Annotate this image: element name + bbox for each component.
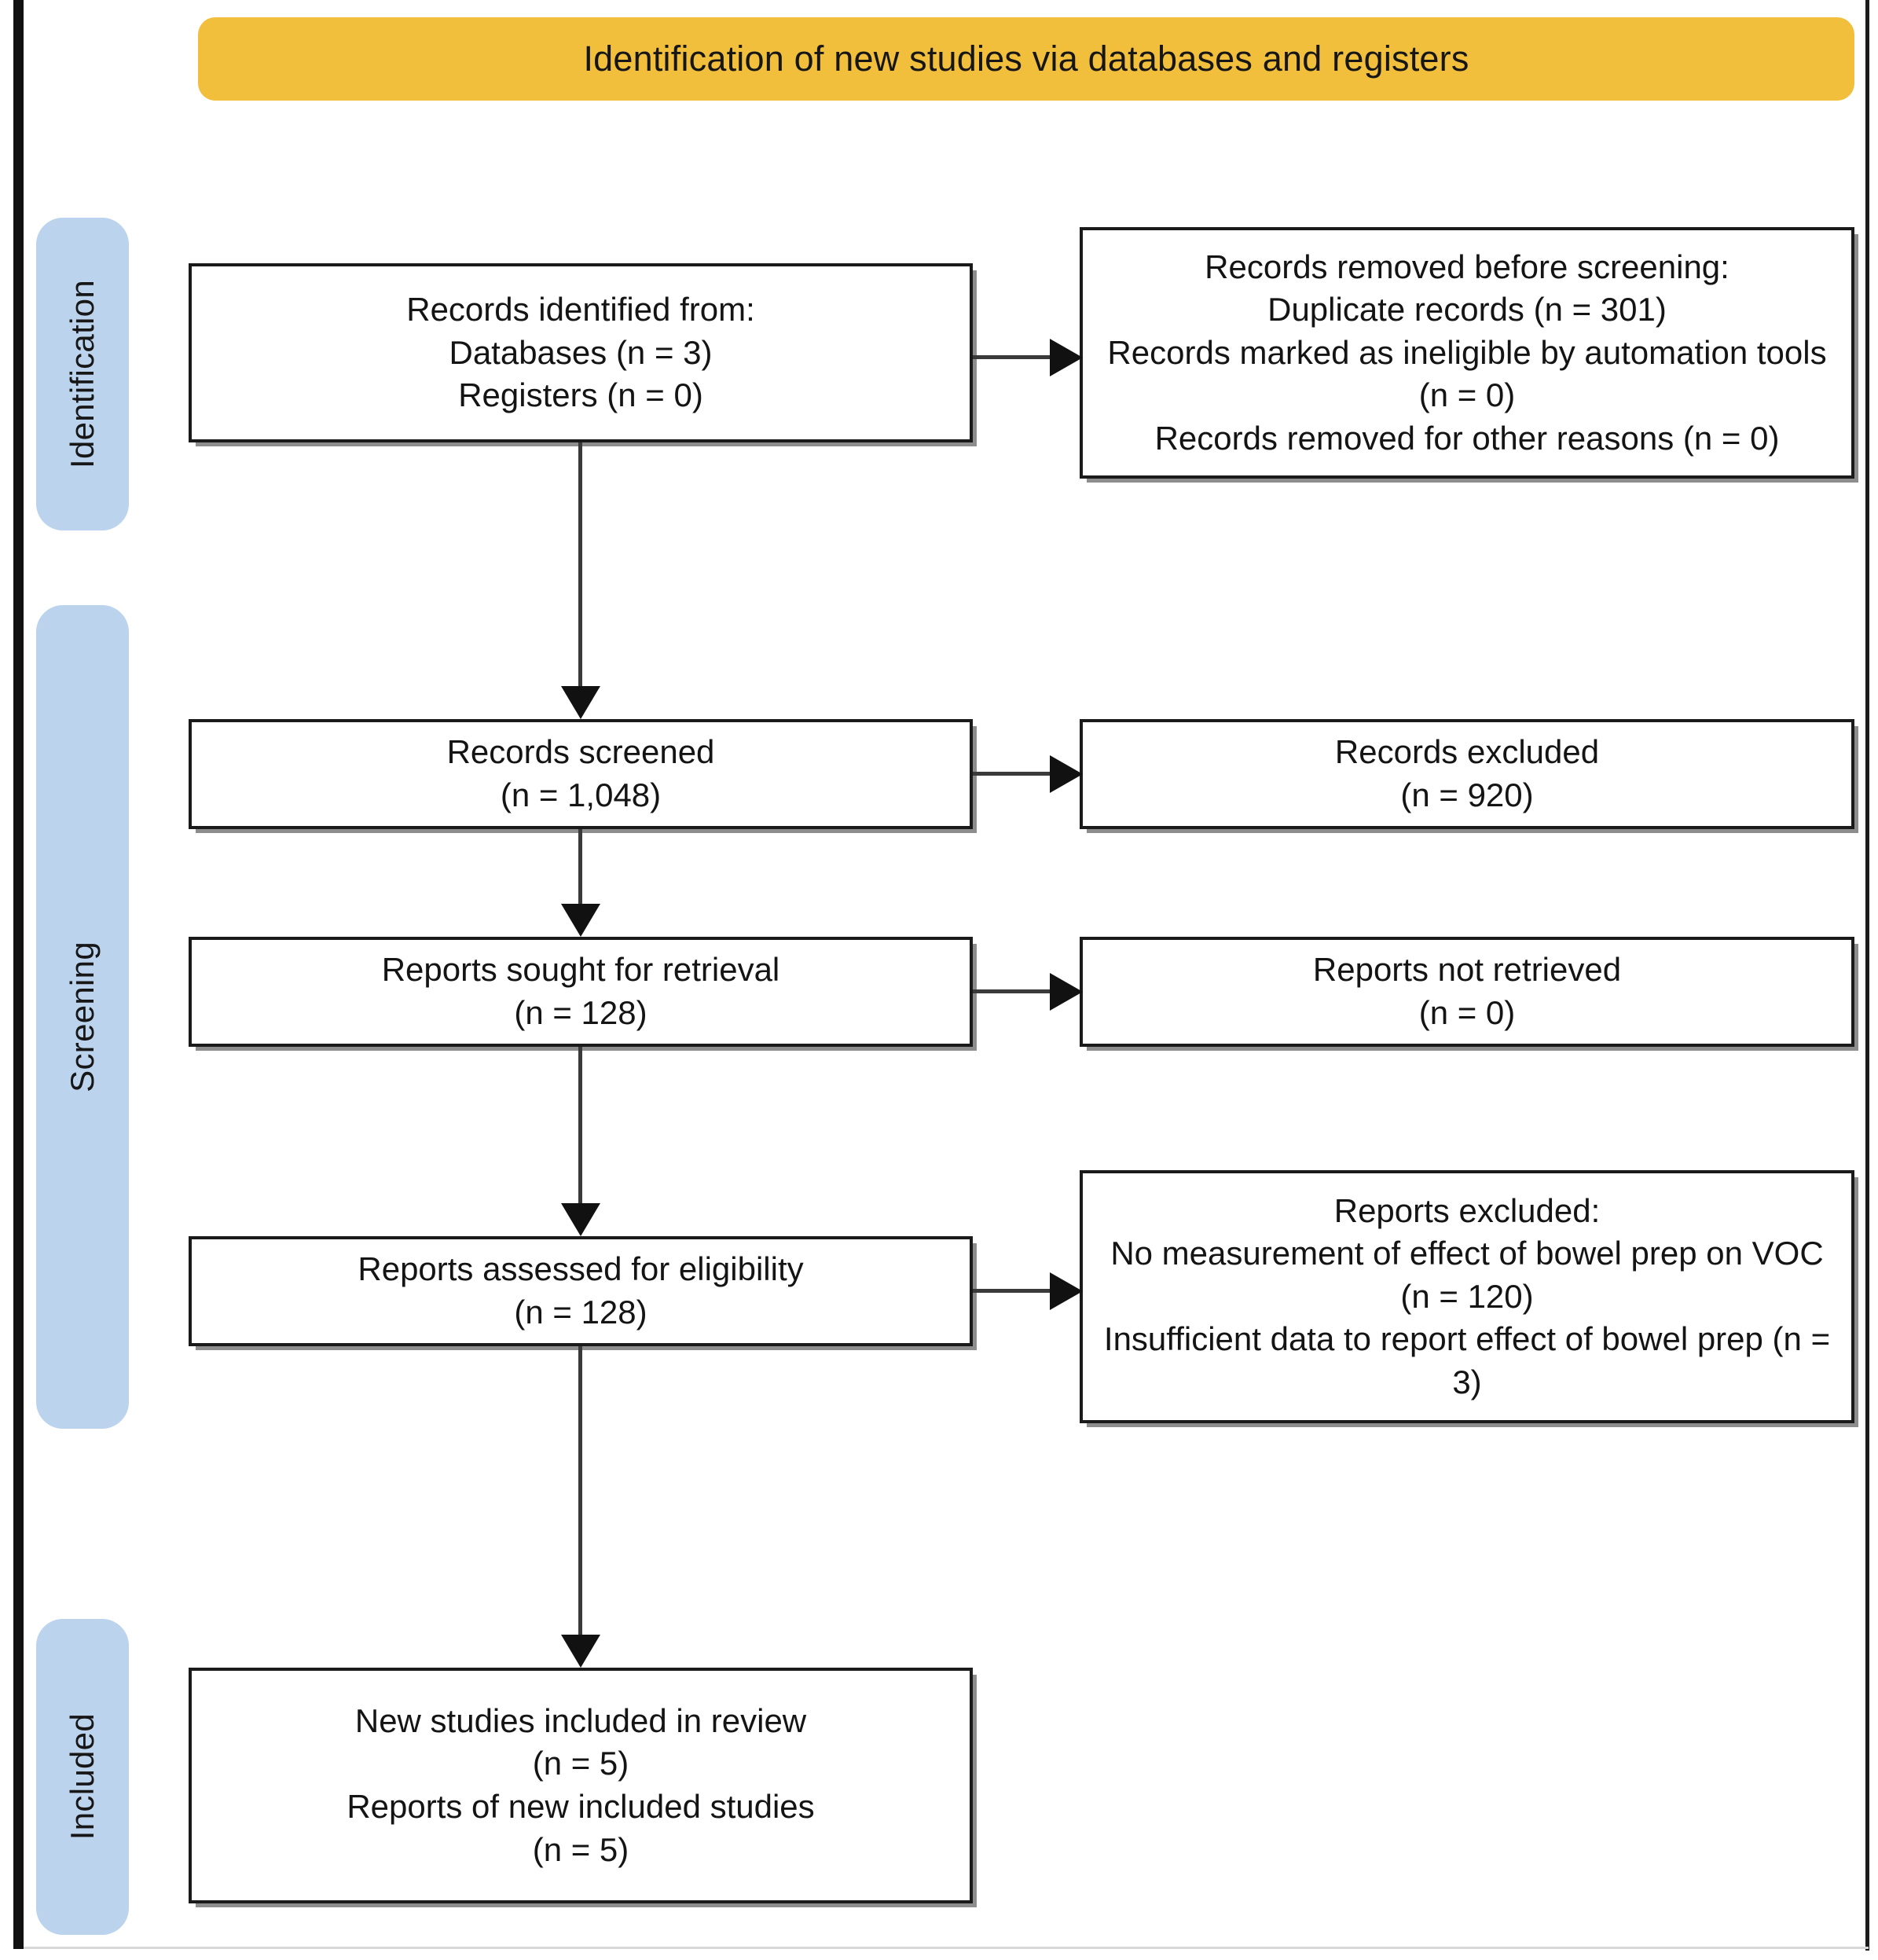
box-records-excluded: Records excluded (n = 920) (1080, 719, 1854, 829)
right-frame-rule (1865, 0, 1869, 1951)
stage-label-included-text: Included (64, 1713, 101, 1841)
connector-line-screened-to-excluded (973, 772, 1059, 776)
box-new-studies-included: New studies included in review (n = 5) R… (189, 1668, 973, 1903)
stage-label-screening: Screening (36, 605, 129, 1429)
arrow-right-icon-to-reports-excluded (1050, 1272, 1083, 1310)
connector-line-assessed-to-reports-excluded (973, 1289, 1059, 1293)
connector-line-screened-to-sought (578, 829, 582, 905)
box-records-identified: Records identified from: Databases (n = … (189, 263, 973, 442)
box-reports-sought-text: Reports sought for retrieval (n = 128) (381, 951, 780, 1031)
box-records-screened: Records screened (n = 1,048) (189, 719, 973, 829)
diagram-header-banner: Identification of new studies via databa… (198, 17, 1854, 101)
box-records-removed-text: Records removed before screening: Duplic… (1107, 248, 1827, 457)
arrow-down-icon-to-sought (561, 904, 600, 937)
arrow-right-icon-to-removed (1050, 339, 1083, 376)
connector-line-assessed-to-included (578, 1346, 582, 1635)
box-reports-excluded: Reports excluded: No measurement of effe… (1080, 1170, 1854, 1423)
connector-line-sought-to-not-retrieved (973, 989, 1059, 993)
stage-label-screening-text: Screening (64, 941, 101, 1092)
connector-line-identified-to-screened (578, 442, 582, 688)
box-new-studies-included-text: New studies included in review (n = 5) R… (347, 1701, 815, 1868)
box-records-screened-text: Records screened (n = 1,048) (446, 733, 715, 813)
box-reports-sought-for-retrieval: Reports sought for retrieval (n = 128) (189, 937, 973, 1047)
arrow-right-icon-to-excluded (1050, 755, 1083, 793)
box-reports-excluded-text: Reports excluded: No measurement of effe… (1103, 1191, 1831, 1400)
box-reports-not-retrieved-text: Reports not retrieved (n = 0) (1312, 951, 1622, 1031)
connector-line-sought-to-assessed (578, 1047, 582, 1204)
arrow-down-icon-to-included (561, 1635, 600, 1668)
stage-label-included: Included (36, 1619, 129, 1935)
box-reports-assessed-text: Reports assessed for eligibility (n = 12… (358, 1250, 804, 1331)
box-reports-assessed-for-eligibility: Reports assessed for eligibility (n = 12… (189, 1236, 973, 1346)
box-records-identified-text: Records identified from: Databases (n = … (406, 291, 755, 414)
stage-label-identification: Identification (36, 218, 129, 530)
arrow-right-icon-to-not-retrieved (1050, 973, 1083, 1011)
box-records-removed-before-screening: Records removed before screening: Duplic… (1080, 227, 1854, 479)
bottom-frame-rule (24, 1947, 1869, 1949)
arrow-down-icon-to-assessed (561, 1203, 600, 1236)
connector-line-identified-to-removed (973, 355, 1059, 359)
box-records-excluded-text: Records excluded (n = 920) (1334, 733, 1600, 813)
arrow-down-icon-to-screened (561, 686, 600, 719)
left-frame-bar (13, 0, 24, 1949)
stage-label-identification-text: Identification (64, 279, 101, 469)
diagram-title: Identification of new studies via databa… (583, 39, 1469, 79)
box-reports-not-retrieved: Reports not retrieved (n = 0) (1080, 937, 1854, 1047)
